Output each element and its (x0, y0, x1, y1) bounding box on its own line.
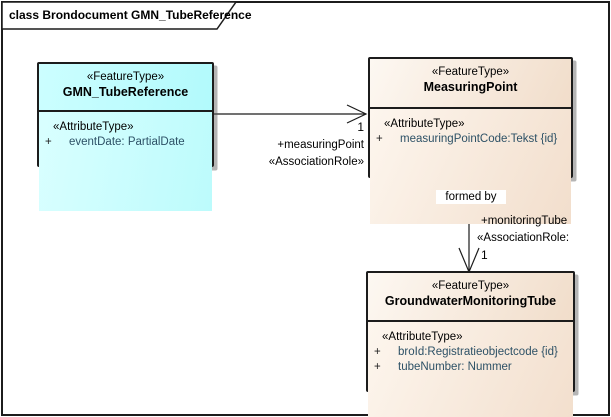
class-header: «FeatureType» GMN_TubeReference (39, 64, 212, 110)
compartment-stereotype: «AttributeType» (382, 331, 463, 343)
diagram-title: class Brondocument GMN_TubeReference (9, 8, 252, 22)
class-box-groundwatermonitoringtube: «FeatureType» GroundwaterMonitoringTube … (366, 271, 575, 417)
association-name-label: formed by (436, 190, 506, 204)
association-stereotype-label: «AssociationRole: (477, 232, 570, 244)
class-name: MeasuringPoint (423, 80, 518, 94)
visibility-sign: + (376, 133, 383, 145)
class-name: GMN_TubeReference (62, 85, 189, 99)
visibility-sign: + (374, 346, 381, 358)
class-box-gmn-tubereference: «FeatureType» GMN_TubeReference «Attribu… (37, 62, 214, 211)
attribute-text: measuringPointCode:Tekst {id} (400, 133, 558, 145)
attribute-compartment: «AttributeType» + eventDate: PartialDate (39, 110, 212, 211)
class-header: «FeatureType» GroundwaterMonitoringTube (368, 273, 573, 320)
attribute-row: + measuringPointCode:Tekst {id} (370, 133, 571, 145)
attribute-compartment: «AttributeType» + broId:Registratieobjec… (368, 320, 573, 417)
class-box-measuringpoint: «FeatureType» MeasuringPoint «AttributeT… (368, 57, 573, 224)
compartment-stereotype: «AttributeType» (384, 118, 465, 130)
attribute-row: + broId:Registratieobjectcode {id} (368, 346, 573, 358)
attribute-row: + tubeNumber: Nummer (368, 361, 573, 373)
role-label-measuringpoint: +measuringPoint (277, 139, 364, 151)
attribute-text: eventDate: PartialDate (69, 136, 185, 148)
class-stereotype: «FeatureType» (431, 280, 510, 292)
role-label-monitoringtube: +monitoringTube (481, 215, 568, 227)
class-name: GroundwaterMonitoringTube (384, 294, 557, 308)
attribute-row: + eventDate: PartialDate (39, 136, 212, 148)
class-stereotype: «FeatureType» (431, 66, 510, 78)
visibility-sign: + (45, 136, 52, 148)
attribute-text: tubeNumber: Nummer (398, 361, 512, 373)
multiplicity-label: 1 (357, 120, 364, 134)
frame-title-tab (1, 1, 238, 30)
class-header: «FeatureType» MeasuringPoint (370, 59, 571, 107)
visibility-sign: + (374, 361, 381, 373)
open-arrowhead-right-icon (346, 104, 368, 124)
attribute-compartment: «AttributeType» + measuringPointCode:Tek… (370, 107, 571, 224)
compartment-stereotype: «AttributeType» (53, 121, 134, 133)
association-stereotype-label: «AssociationRole» (268, 156, 364, 168)
multiplicity-label: 1 (481, 248, 488, 262)
class-stereotype: «FeatureType» (86, 71, 165, 83)
attribute-text: broId:Registratieobjectcode {id} (398, 346, 558, 358)
